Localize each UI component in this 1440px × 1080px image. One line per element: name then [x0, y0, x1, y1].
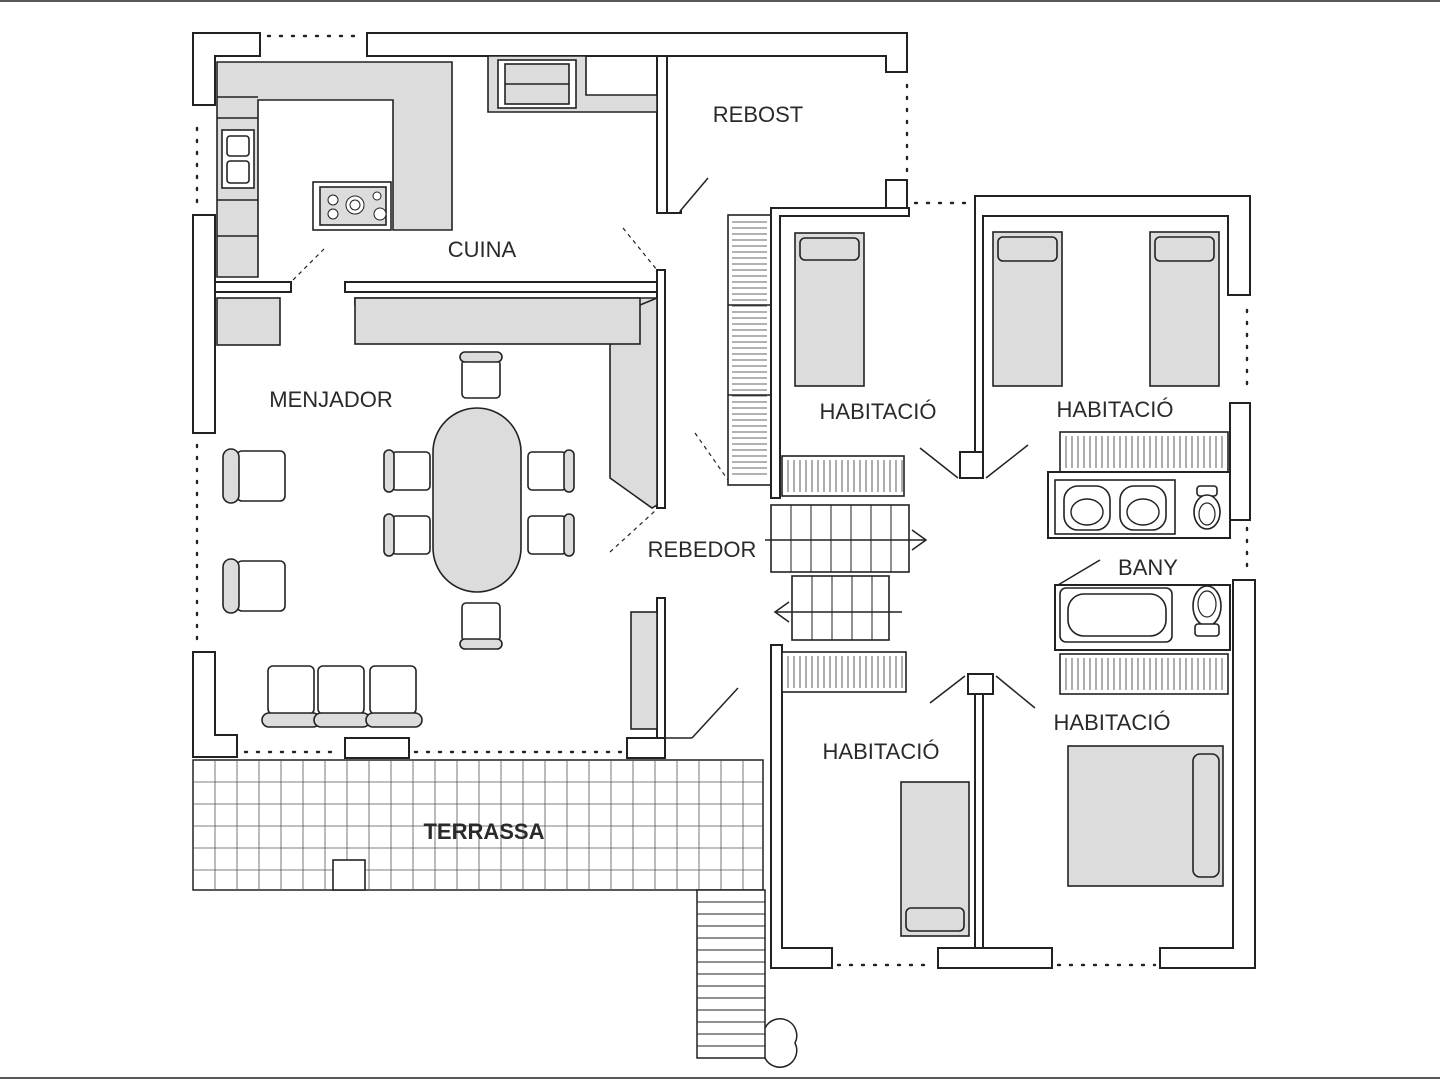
door-swing [985, 444, 1029, 479]
wardrobe-slats [1065, 658, 1223, 690]
exterior-stairs [696, 889, 798, 1068]
door-swing [929, 675, 966, 704]
door-swing [694, 432, 729, 481]
wall-segment [1229, 402, 1251, 521]
wall-segment [1159, 579, 1256, 969]
toilet-icon [1192, 585, 1222, 637]
door-swing [919, 447, 959, 479]
wall-segment [656, 597, 666, 739]
chair-icon [459, 602, 503, 650]
wall-segment [967, 673, 994, 695]
wardrobe-slats [1065, 436, 1223, 468]
dining-table [432, 407, 522, 593]
label-habitacio-4: HABITACIÓ [1054, 710, 1171, 735]
wardrobe-slats [787, 656, 903, 688]
label-habitacio-2: HABITACIÓ [1057, 397, 1174, 422]
wall-segment [214, 281, 292, 293]
door-swing [995, 675, 1036, 709]
label-terrassa: TERRASSA [423, 819, 544, 844]
label-bany: BANY [1118, 555, 1178, 580]
dining-chairs [222, 351, 575, 650]
chair-icon [459, 351, 503, 399]
label-rebedor: REBEDOR [648, 537, 757, 562]
room-labels: REBOST CUINA MENJADOR REBEDOR HABITACIÓ … [269, 102, 1178, 844]
wall-segment [626, 737, 666, 759]
label-habitacio-3: HABITACIÓ [823, 739, 940, 764]
chair-icon [383, 513, 431, 557]
interior-stairs [765, 504, 928, 641]
label-rebost: REBOST [713, 102, 803, 127]
terrace-tiles [193, 760, 763, 890]
hall [694, 214, 928, 641]
wall-segment [770, 644, 833, 969]
sideboard [630, 611, 658, 730]
door-swing [1057, 559, 1101, 586]
walls-right-block [770, 195, 1256, 969]
door-swing [609, 509, 657, 553]
wall-segment [974, 693, 984, 949]
wall-segment [192, 651, 238, 758]
chair-icon [383, 449, 431, 493]
toilet-icon [1193, 485, 1221, 530]
door-swing [292, 246, 327, 281]
sofa [261, 665, 423, 728]
wall-segment [959, 451, 984, 479]
label-habitacio-1: HABITACIÓ [820, 399, 937, 424]
wardrobe [727, 214, 772, 486]
wall-segment [344, 281, 658, 293]
chair-icon [527, 449, 575, 493]
chair-icon [527, 513, 575, 557]
label-menjador: MENJADOR [269, 387, 392, 412]
kitchen-counter [216, 61, 453, 278]
pillow [799, 237, 860, 261]
armchair-icon [222, 558, 286, 614]
wardrobe-slats [787, 460, 903, 492]
wall-segment [192, 214, 216, 434]
wall-segment [344, 737, 410, 759]
door-swing [680, 177, 709, 211]
armchair-icon [222, 448, 286, 504]
wardrobe [781, 651, 907, 693]
dining-furniture [222, 297, 658, 730]
wall-segment [937, 947, 1053, 969]
kitchen-furniture [216, 55, 658, 346]
door-swing [691, 687, 739, 739]
door-swing [622, 227, 658, 271]
wall-segment [656, 55, 682, 214]
wall-segment [656, 269, 666, 509]
wall-segment [192, 32, 261, 106]
pillow [1192, 753, 1220, 878]
wall-segment [366, 32, 908, 73]
wall-segment [770, 207, 910, 499]
cabinet [216, 297, 281, 346]
label-cuina: CUINA [448, 237, 517, 262]
terrace-drain [332, 859, 366, 891]
terrace [192, 759, 798, 1068]
